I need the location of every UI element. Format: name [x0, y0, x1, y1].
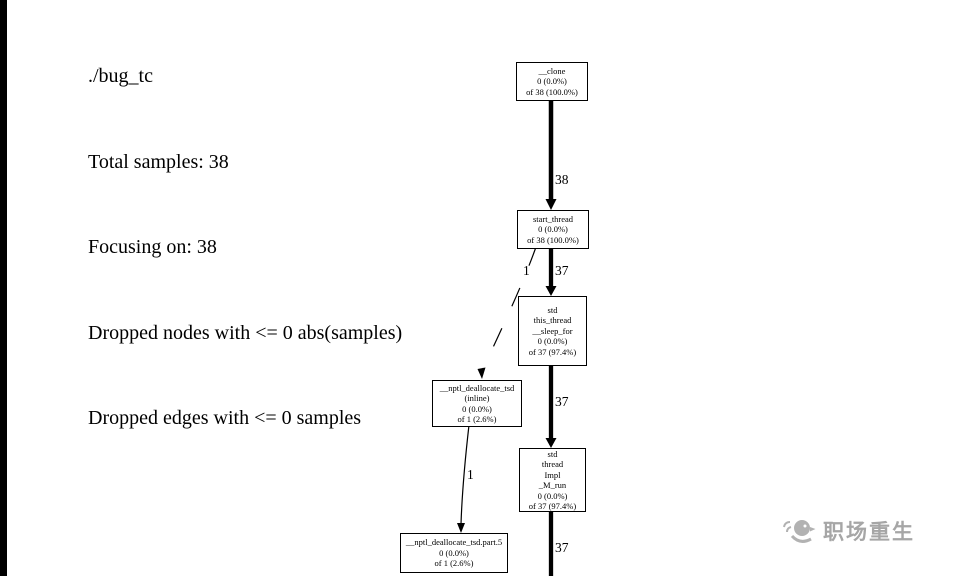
node-line: of 1 (2.6%) [457, 414, 497, 424]
arrowhead-sleep-for [545, 286, 557, 296]
node-line: std [547, 304, 558, 315]
node-line: of 37 (97.4%) [528, 501, 577, 511]
node-line: 0 (0.0%) [462, 403, 492, 414]
node-line: of 38 (100.0%) [527, 234, 579, 245]
profile-header: ./bug_tc Total samples: 38 Focusing on: … [88, 5, 402, 490]
node-line: 0 (0.0%) [439, 547, 469, 558]
node-line: _M_run [538, 480, 567, 490]
node-line: Impl [544, 469, 561, 480]
node-line: __nptl_deallocate_tsd.part.5 [405, 537, 503, 548]
node-line: (inline) [464, 393, 490, 403]
node-line: std [547, 448, 558, 459]
node-line: 0 (0.0%) [537, 490, 568, 501]
node-nptl-deallocate-tsd-inline: __nptl_deallocate_tsd (inline) 0 (0.0%) … [432, 380, 522, 427]
total-samples-line: Total samples: 38 [88, 150, 229, 173]
node-thread-impl-m-run: std thread Impl _M_run 0 (0.0%) of 37 (9… [519, 448, 586, 512]
arrowhead-start-thread [545, 199, 557, 210]
node-line: __sleep_for [532, 325, 573, 336]
edge-label-nptl-inline-part5: 1 [467, 467, 474, 482]
node-line: 0 (0.0%) [537, 336, 568, 347]
edge-label-start-thread-nptl-inline: 1 [523, 263, 530, 278]
node-line: 0 (0.0%) [537, 76, 567, 87]
dropped-nodes-line: Dropped nodes with <= 0 abs(samples) [88, 321, 403, 344]
node-line: of 1 (2.6%) [434, 558, 474, 569]
node-line: start_thread [532, 213, 574, 224]
dropped-edges-line: Dropped edges with <= 0 samples [88, 407, 362, 429]
node-start-thread: start_thread 0 (0.0%) of 38 (100.0%) [517, 210, 589, 249]
node-line: of 37 (97.4%) [528, 346, 577, 357]
node-line: __clone [538, 65, 566, 76]
node-line: this_thread [533, 315, 572, 326]
node-line: of 38 (100.0%) [526, 86, 578, 97]
watermark: 职场重生 [780, 515, 915, 547]
binary-name: ./bug_tc [88, 65, 153, 87]
edge-label-clone-start-thread: 38 [555, 172, 569, 187]
edge-label-m-run-down: 37 [555, 540, 569, 555]
node-clone: __clone 0 (0.0%) of 38 (100.0%) [516, 62, 588, 101]
left-border-bar [0, 0, 7, 576]
arrowhead-nptl-inline [477, 367, 486, 379]
edge-label-sleep-for-m-run: 37 [555, 394, 569, 409]
watermark-text: 职场重生 [823, 520, 915, 544]
node-line: __nptl_deallocate_tsd [439, 382, 515, 393]
focusing-on-line: Focusing on: 38 [88, 236, 217, 258]
arrowhead-part5 [457, 523, 465, 533]
arrowhead-m-run [545, 438, 557, 448]
edge-label-start-thread-sleep-for: 37 [555, 263, 569, 278]
node-line: 0 (0.0%) [538, 224, 568, 235]
bird-logo-icon [783, 520, 816, 543]
node-line: thread [541, 459, 564, 469]
node-sleep-for: std this_thread __sleep_for 0 (0.0%) of … [518, 296, 587, 366]
node-nptl-deallocate-tsd-part5: __nptl_deallocate_tsd.part.5 0 (0.0%) of… [400, 533, 508, 573]
